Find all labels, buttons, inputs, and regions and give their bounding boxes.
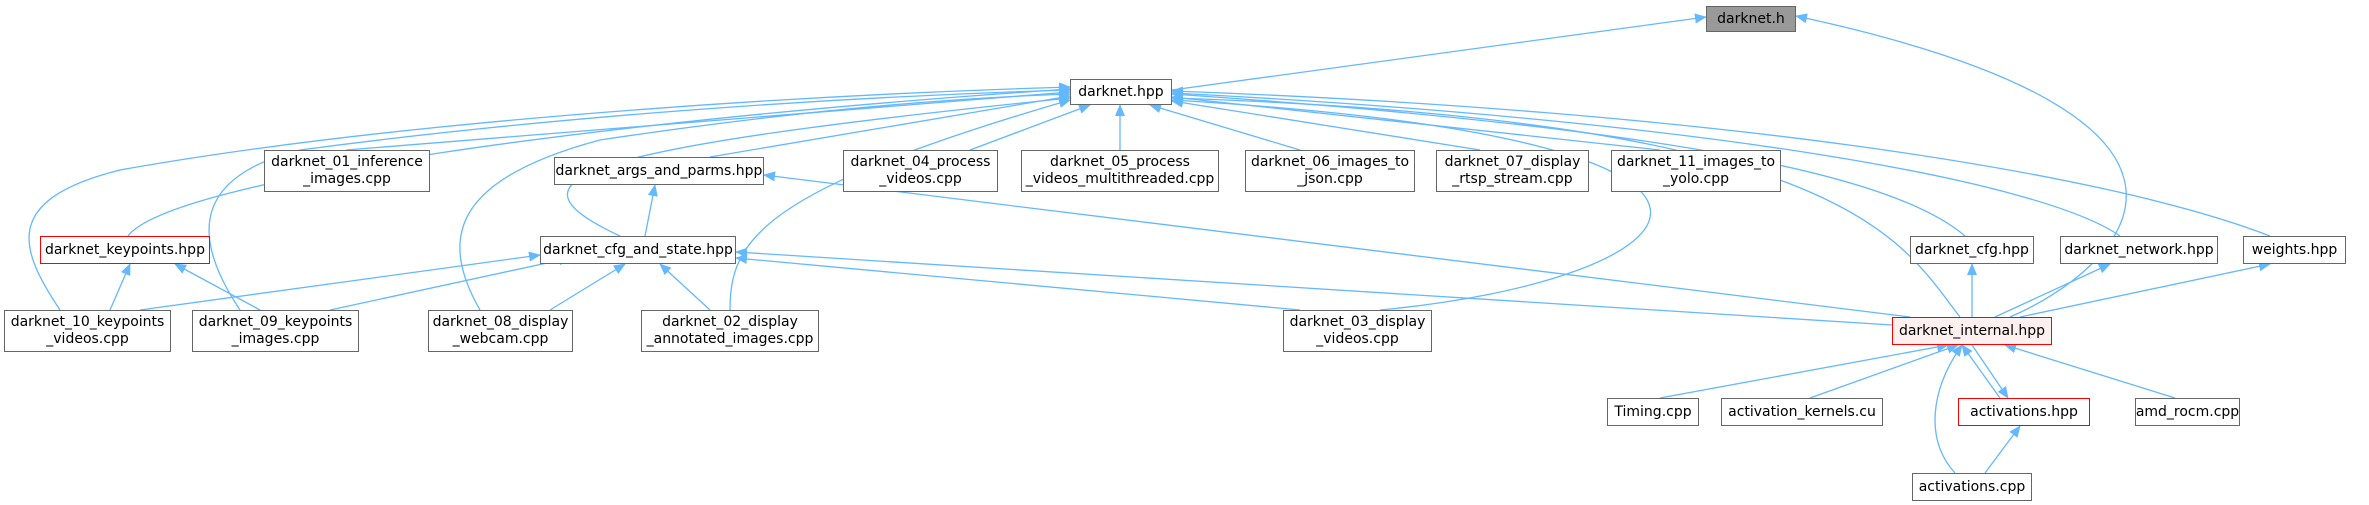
edge-internal-to-network-hpp (1994, 263, 2111, 318)
node-label-line2: _json.cpp (1297, 171, 1363, 187)
edge-keypoints-to-darknet-hpp (127, 84, 1071, 237)
node-label-line1: darknet_07_display (1444, 154, 1581, 170)
node-darknet-cfg-and-state[interactable]: darknet_cfg_and_state.hpp (540, 236, 736, 264)
node-label-line1: darknet_09_keypoints (198, 314, 353, 330)
edge-network-hpp-to-darknet-hpp (1171, 88, 2121, 237)
node-label-line1: darknet_02_display (662, 314, 798, 330)
edge-images06-to-darknet-hpp (1149, 103, 1301, 151)
edge-webcam08-to-cfg-state (549, 263, 626, 311)
edge-kp09-to-darknet-hpp (208, 85, 1071, 311)
edge-internal-to-cfg-state (735, 247, 1893, 326)
node-label-line1: darknet_01_inference (271, 154, 423, 170)
edge-annot02-to-cfg-state (659, 263, 711, 311)
node-label-line2: _rtsp_stream.cpp (1452, 171, 1573, 187)
edge-args-to-darknet-hpp (709, 92, 1071, 158)
node-darknet-05-process-videos-multithreaded[interactable]: darknet_05_process _videos_multithreaded… (1021, 150, 1219, 192)
edge-display07-to-darknet-hpp (1171, 97, 1481, 151)
node-darknet-keypoints-hpp[interactable]: darknet_keypoints.hpp (40, 236, 210, 264)
node-label: darknet_internal.hpp (1898, 322, 2046, 339)
edge-videos03-to-cfg-state (735, 254, 1301, 311)
node-darknet-04-process-videos[interactable]: darknet_04_process _videos.cpp (843, 150, 998, 192)
node-label: amd_rocm.cpp (2135, 403, 2240, 420)
edge-kp09-to-cfg-state (329, 255, 571, 311)
edge-inference-to-darknet-hpp (345, 87, 1071, 151)
edge-amd-to-internal (2004, 343, 2176, 399)
node-label: darknet_keypoints.hpp (45, 241, 205, 258)
node-darknet-cfg-hpp[interactable]: darknet_cfg.hpp (1910, 236, 2034, 264)
node-label: darknet_args_and_parms.hpp (555, 162, 763, 179)
node-label-line1: darknet_10_keypoints (10, 314, 165, 330)
node-darknet-02-display-annotated-images[interactable]: darknet_02_display _annotated_images.cpp (641, 310, 819, 352)
node-label-line1: darknet_08_display (432, 314, 569, 330)
node-darknet-09-keypoints-images[interactable]: darknet_09_keypoints _images.cpp (192, 310, 359, 352)
node-label: activation_kernels.cu (1728, 403, 1876, 420)
edge-cfg-state-to-args (644, 184, 658, 237)
edge-kp09-to-keypoints (174, 263, 261, 311)
node-label-line1: darknet_11_images_to (1616, 154, 1776, 170)
edge-internal-to-darknet-hpp (1171, 93, 1961, 318)
node-darknet-args-and-parms[interactable]: darknet_args_and_parms.hpp (554, 157, 764, 185)
node-label-line1: darknet_04_process (850, 154, 991, 170)
node-darknet-01-inference-images[interactable]: darknet_01_inference _images.cpp (264, 150, 430, 192)
node-label-line1: darknet_03_display (1289, 314, 1426, 330)
edge-internal-to-args (763, 171, 1911, 318)
edge-act-cpp-to-internal (1934, 344, 1963, 474)
edge-act-cpp-to-act-hpp (1984, 425, 2021, 474)
node-label: activations.hpp (1970, 403, 2078, 420)
node-label-line2: _videos.cpp (879, 171, 962, 187)
edge-kp10-to-cfg-state (139, 251, 541, 311)
edge-weights-hpp-to-darknet-hpp (1171, 86, 2271, 237)
node-darknet-10-keypoints-videos[interactable]: darknet_10_keypoints _videos.cpp (4, 310, 171, 352)
node-label-line2: _annotated_images.cpp (646, 331, 814, 347)
edge-webcam08-to-darknet-hpp (459, 89, 1071, 311)
node-darknet-03-display-videos[interactable]: darknet_03_display _videos.cpp (1283, 310, 1432, 352)
node-label-line2: _videos_multithreaded.cpp (1025, 171, 1215, 187)
node-darknet-network-hpp[interactable]: darknet_network.hpp (2060, 236, 2218, 264)
edge-internal-to-act-hpp (1971, 344, 2009, 399)
node-activation-kernels-cu[interactable]: activation_kernels.cu (1721, 398, 1883, 426)
edge-act-kernels-to-internal (1809, 344, 1959, 399)
edge-process04-to-darknet-hpp (969, 104, 1091, 151)
node-label: Timing.cpp (1614, 403, 1692, 420)
node-label: activations.cpp (1918, 478, 2026, 495)
node-darknet-internal-hpp[interactable]: darknet_internal.hpp (1892, 317, 2052, 345)
node-label: weights.hpp (2251, 241, 2338, 258)
edge-kp10-to-darknet-hpp (28, 82, 1071, 311)
node-darknet-hpp[interactable]: darknet.hpp (1070, 79, 1172, 105)
node-label-line2: _videos.cpp (46, 331, 129, 347)
node-darknet-06-images-to-json[interactable]: darknet_06_images_to _json.cpp (1245, 150, 1415, 192)
node-darknet-07-display-rtsp-stream[interactable]: darknet_07_display _rtsp_stream.cpp (1436, 150, 1589, 192)
node-activations-cpp[interactable]: activations.cpp (1912, 473, 2032, 501)
edge-kp10-to-keypoints (109, 263, 131, 311)
edge-timing-to-internal (1659, 342, 1949, 399)
node-label-line2: _images.cpp (303, 171, 391, 187)
node-label-line2: _webcam.cpp (452, 331, 549, 347)
node-weights-hpp[interactable]: weights.hpp (2243, 236, 2346, 264)
node-timing-cpp[interactable]: Timing.cpp (1607, 398, 1699, 426)
node-label: darknet.h (1717, 10, 1785, 27)
node-label: darknet.hpp (1078, 83, 1164, 100)
node-amd-rocm-cpp[interactable]: amd_rocm.cpp (2135, 398, 2240, 426)
node-activations-hpp[interactable]: activations.hpp (1958, 398, 2090, 426)
node-darknet-11-images-to-yolo[interactable]: darknet_11_images_to _yolo.cpp (1611, 150, 1781, 192)
edge-annot02-to-darknet-hpp (729, 98, 1071, 311)
edge-act-hpp-to-internal (1961, 344, 2001, 399)
node-label-line2: _videos.cpp (1316, 331, 1399, 347)
node-darknet-08-display-webcam[interactable]: darknet_08_display _webcam.cpp (428, 310, 573, 352)
edge-internal-to-darknet-h (1795, 13, 2127, 318)
node-darknet-h[interactable]: darknet.h (1706, 6, 1796, 32)
edge-videos03-to-darknet-hpp (1171, 95, 1652, 311)
edge-internal-to-weights-hpp (2019, 261, 2271, 318)
node-label-line2: _yolo.cpp (1663, 171, 1729, 187)
node-label-line1: darknet_06_images_to (1250, 154, 1410, 170)
node-label-line1: darknet_05_process (1050, 154, 1190, 170)
node-label: darknet_network.hpp (2064, 241, 2214, 258)
node-label: darknet_cfg_and_state.hpp (543, 241, 733, 258)
node-label: darknet_cfg.hpp (1915, 241, 2029, 258)
node-label-line2: _images.cpp (231, 331, 320, 347)
edge-darknet-hpp-to-darknet-h (1171, 13, 1707, 91)
